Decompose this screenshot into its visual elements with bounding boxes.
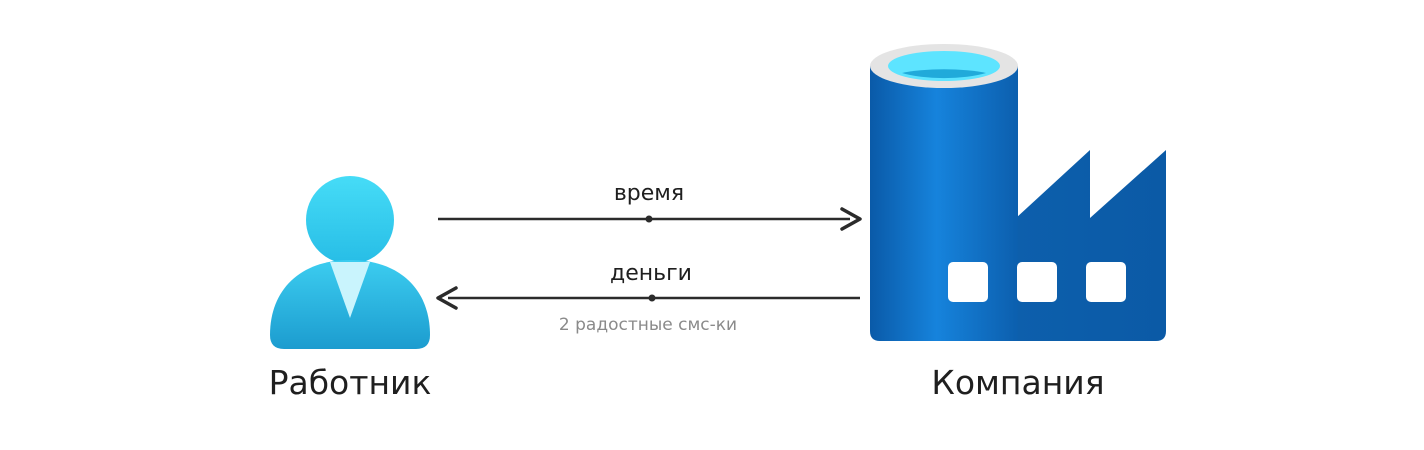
node-label-company: Компания [931, 363, 1104, 402]
node-label-worker: Работник [269, 363, 432, 402]
edge-time [438, 207, 862, 231]
factory-icon [870, 44, 1166, 341]
user-icon [270, 176, 430, 349]
edge-money [436, 286, 860, 310]
edge-label-money: деньги [610, 261, 692, 286]
edge-note-money: 2 радостные смс-ки [559, 315, 737, 335]
edge-label-time: время [614, 181, 684, 206]
